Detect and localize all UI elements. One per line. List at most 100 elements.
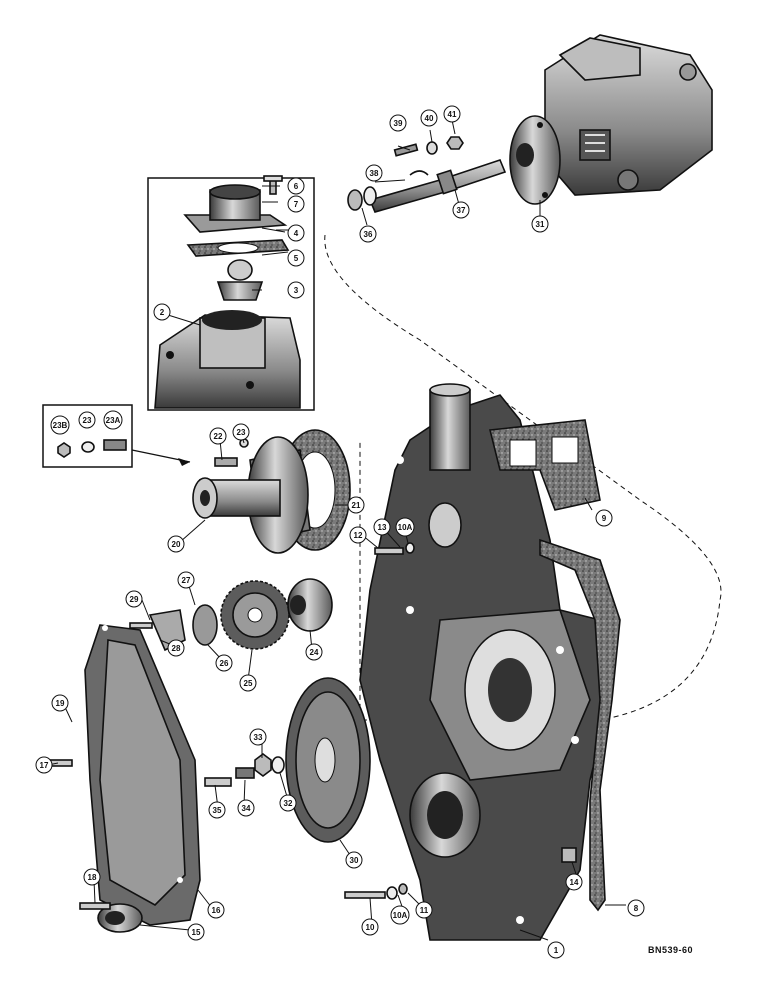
callout-10: 10 <box>361 918 379 936</box>
callout-13-label: 13 <box>378 523 387 532</box>
callout-40-label: 40 <box>425 114 434 123</box>
figure-code: BN539-60 <box>648 945 694 955</box>
callout-18-label: 18 <box>88 873 97 882</box>
callout-4-label: 4 <box>294 229 299 238</box>
pump-drive-parts <box>347 136 507 213</box>
callout-10A: 10A <box>390 905 410 925</box>
callout-8: 8 <box>627 899 645 917</box>
callout-14-label: 14 <box>570 878 579 887</box>
callout-10A-upper-label: 10A <box>398 523 413 532</box>
callout-12: 12 <box>349 526 367 544</box>
callout-7: 7 <box>287 195 305 213</box>
callout-5: 5 <box>287 249 305 267</box>
callout-23B-label: 23B <box>53 421 68 430</box>
callout-6: 6 <box>287 177 305 195</box>
callout-14: 14 <box>565 873 583 891</box>
callout-17: 17 <box>35 756 53 774</box>
callout-34-label: 34 <box>242 804 251 813</box>
callout-33-label: 33 <box>254 733 263 742</box>
callout-1-label: 1 <box>554 946 559 955</box>
callout-19-label: 19 <box>56 699 65 708</box>
callout-4: 4 <box>287 224 305 242</box>
water-pump <box>192 429 351 554</box>
housing-fasteners <box>344 542 577 900</box>
callout-11-label: 11 <box>420 906 429 915</box>
callout-33: 33 <box>249 728 267 746</box>
callout-29-label: 29 <box>130 595 139 604</box>
callout-23A: 23A <box>103 410 123 430</box>
gear-cover <box>47 624 201 933</box>
callout-28-label: 28 <box>172 644 181 653</box>
callout-3: 3 <box>287 281 305 299</box>
callout-25-label: 25 <box>244 679 253 688</box>
callout-18: 18 <box>83 868 101 886</box>
callout-23: 23 <box>232 423 250 441</box>
callout-17-label: 17 <box>40 761 49 770</box>
callout-30: 30 <box>345 851 363 869</box>
callout-10A-label: 10A <box>393 911 408 920</box>
callout-9: 9 <box>595 509 613 527</box>
callout-32: 32 <box>279 794 297 812</box>
callout-bubbles: 1 2 3 4 5 6 7 8 9 10 10A 11 12 13 10A 14… <box>35 105 645 959</box>
callout-23-label: 23 <box>237 428 246 437</box>
callout-23B: 23B <box>50 415 70 435</box>
leader-line <box>324 234 722 721</box>
gear-train <box>129 578 371 843</box>
callout-39-label: 39 <box>394 119 403 128</box>
callout-29: 29 <box>125 590 143 608</box>
callout-21: 21 <box>347 496 365 514</box>
callout-9-label: 9 <box>602 514 607 523</box>
callout-22-label: 22 <box>214 432 223 441</box>
callout-15: 15 <box>187 923 205 941</box>
callout-36: 36 <box>359 225 377 243</box>
callout-24: 24 <box>305 643 323 661</box>
callout-23-inset-label: 23 <box>83 416 92 425</box>
injection-pump <box>509 34 713 205</box>
callout-6-label: 6 <box>294 182 299 191</box>
bolt-inset <box>42 404 191 468</box>
callout-16: 16 <box>207 901 225 919</box>
callout-2-label: 2 <box>160 308 165 317</box>
callout-13: 13 <box>373 518 391 536</box>
callout-15-label: 15 <box>192 928 201 937</box>
thermostat-inset <box>147 175 315 411</box>
gasket-8 <box>539 538 621 912</box>
callout-5-label: 5 <box>294 254 299 263</box>
callout-22: 22 <box>209 427 227 445</box>
callout-30-label: 30 <box>350 856 359 865</box>
callout-3-label: 3 <box>294 286 299 295</box>
callout-40: 40 <box>420 109 438 127</box>
callout-35: 35 <box>208 801 226 819</box>
callout-28: 28 <box>167 639 185 657</box>
callout-2: 2 <box>153 303 171 321</box>
callout-31: 31 <box>531 215 549 233</box>
callout-12-label: 12 <box>354 531 363 540</box>
callout-31-label: 31 <box>536 220 545 229</box>
callout-23A-label: 23A <box>106 416 121 425</box>
callout-25: 25 <box>239 674 257 692</box>
callout-39: 39 <box>389 114 407 132</box>
callout-35-label: 35 <box>213 806 222 815</box>
timing-gear-housing <box>359 383 611 941</box>
callout-16-label: 16 <box>212 906 221 915</box>
callout-11: 11 <box>415 901 433 919</box>
callout-37-label: 37 <box>457 206 466 215</box>
callout-26-label: 26 <box>220 659 229 668</box>
callout-1: 1 <box>547 941 565 959</box>
callout-34: 34 <box>237 799 255 817</box>
callout-20: 20 <box>167 535 185 553</box>
callout-32-label: 32 <box>284 799 293 808</box>
callout-8-label: 8 <box>634 904 639 913</box>
callout-10-label: 10 <box>366 923 375 932</box>
callout-27-label: 27 <box>182 576 191 585</box>
callout-20-label: 20 <box>172 540 181 549</box>
callout-7-label: 7 <box>294 200 299 209</box>
callout-27: 27 <box>177 571 195 589</box>
callout-41-label: 41 <box>448 110 457 119</box>
callout-38: 38 <box>365 164 383 182</box>
callout-21-label: 21 <box>352 501 361 510</box>
callout-37: 37 <box>452 201 470 219</box>
callout-19: 19 <box>51 694 69 712</box>
callout-38-label: 38 <box>370 169 379 178</box>
